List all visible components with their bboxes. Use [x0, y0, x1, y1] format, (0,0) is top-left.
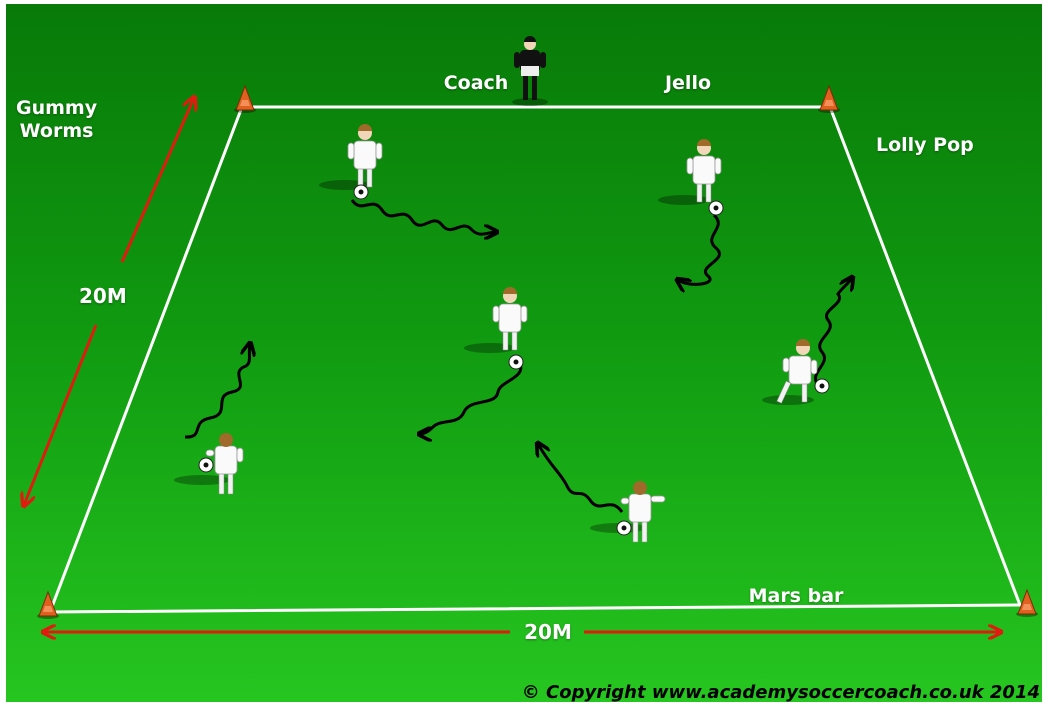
- label-gummy-worms: Gummy Worms: [16, 97, 97, 143]
- label-lolly-pop: Lolly Pop: [876, 134, 974, 157]
- label-mars-bar: Mars bar: [749, 585, 844, 608]
- copyright-notice: © Copyright www.academysoccercoach.co.uk…: [522, 682, 1040, 703]
- pitch-background: [6, 4, 1042, 702]
- label-jello: Jello: [665, 72, 711, 95]
- bottom-measurement-label: 20M: [524, 620, 572, 644]
- side-measurement-label: 20M: [79, 284, 127, 308]
- label-coach: Coach: [444, 72, 509, 95]
